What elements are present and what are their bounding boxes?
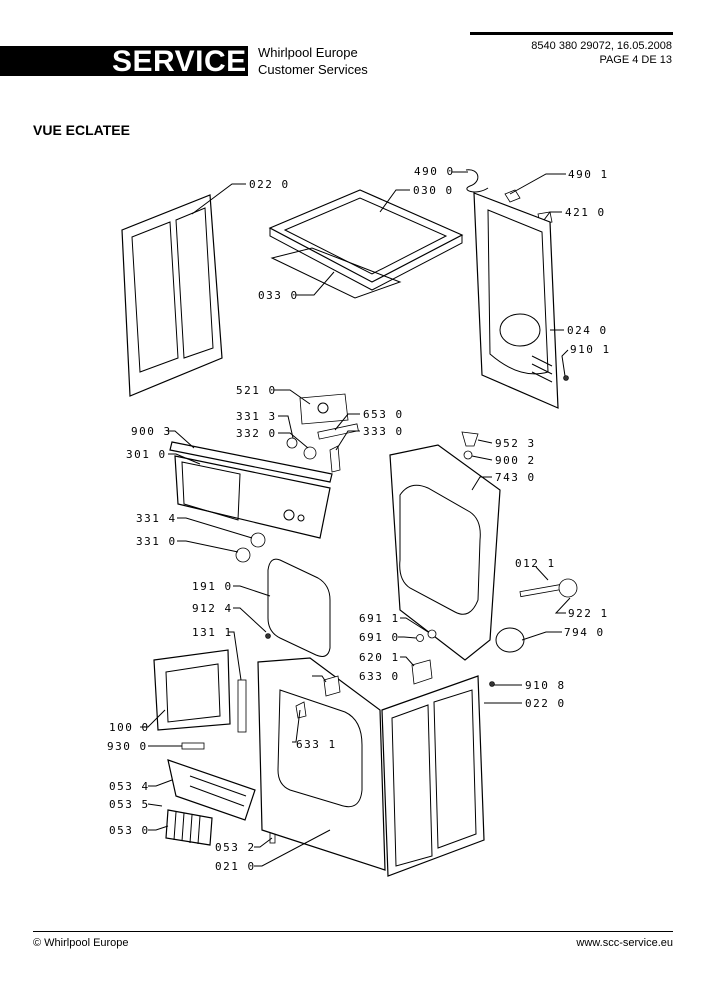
part-633-0-lock xyxy=(323,675,341,697)
footer-copyright: © Whirlpool Europe xyxy=(33,937,129,949)
label-053-2: 053 2 xyxy=(215,841,256,854)
label-633-1: 633 1 xyxy=(296,738,337,751)
label-331-4: 331 4 xyxy=(136,512,177,525)
label-024-0: 024 0 xyxy=(567,324,608,337)
part-pin xyxy=(181,742,205,750)
service-banner xyxy=(0,46,248,76)
label-331-3: 331 3 xyxy=(236,410,277,423)
label-332-0: 332 0 xyxy=(236,427,277,440)
label-930-0: 930 0 xyxy=(107,740,148,753)
label-033-0: 033 0 xyxy=(258,289,299,302)
label-900-2: 900 2 xyxy=(495,454,536,467)
part-control-panel xyxy=(174,455,331,539)
part-331-3 xyxy=(286,437,298,449)
company-department: Customer Services xyxy=(258,62,368,77)
label-100-0: 100 0 xyxy=(109,721,150,734)
part-belt xyxy=(495,627,525,653)
label-131-1: 131 1 xyxy=(192,626,233,639)
label-191-0: 191 0 xyxy=(192,580,233,593)
part-panel-strip xyxy=(169,441,333,483)
label-922-1: 922 1 xyxy=(568,607,609,620)
page-number: PAGE 4 DE 13 xyxy=(599,54,672,66)
page-title: VUE ECLATEE xyxy=(33,122,130,138)
label-022-0-right: 022 0 xyxy=(525,697,566,710)
part-cable-clamp xyxy=(504,189,521,203)
label-331-0: 331 0 xyxy=(136,535,177,548)
label-421-0: 421 0 xyxy=(565,206,606,219)
label-691-0: 691 0 xyxy=(359,631,400,644)
part-952-3 xyxy=(461,431,479,447)
part-top-cover xyxy=(268,189,464,291)
label-900-3: 900 3 xyxy=(131,425,172,438)
label-490-1: 490 1 xyxy=(568,168,609,181)
label-333-0: 333 0 xyxy=(363,425,404,438)
label-301-0: 301 0 xyxy=(126,448,167,461)
label-053-4: 053 4 xyxy=(109,780,150,793)
leader-lines xyxy=(140,171,571,867)
part-screw-910-8 xyxy=(489,681,495,687)
part-cover-sheet xyxy=(270,247,402,299)
part-control-board xyxy=(299,393,349,425)
label-952-3: 952 3 xyxy=(495,437,536,450)
part-filter-grill xyxy=(165,809,213,846)
label-053-5: 053 5 xyxy=(109,798,150,811)
part-pulley xyxy=(558,578,578,598)
part-screw-910-1 xyxy=(563,375,569,381)
part-shaft xyxy=(519,583,563,598)
label-910-8: 910 8 xyxy=(525,679,566,692)
label-743-0: 743 0 xyxy=(495,471,536,484)
part-front-panel xyxy=(257,657,386,871)
footer-website: www.scc-service.eu xyxy=(576,937,673,949)
part-filter-drawer xyxy=(167,759,256,821)
label-012-1: 012 1 xyxy=(515,557,556,570)
part-door xyxy=(153,649,231,731)
label-912-4: 912 4 xyxy=(192,602,233,615)
part-333-0 xyxy=(329,445,341,473)
part-knob xyxy=(235,547,251,563)
part-door-seal xyxy=(267,558,331,657)
company-name: Whirlpool Europe xyxy=(258,45,358,60)
label-021-0: 021 0 xyxy=(215,860,256,873)
part-drum-housing xyxy=(389,444,501,661)
label-490-0: 490 0 xyxy=(414,165,455,178)
part-side-panel-left xyxy=(121,194,223,397)
footer-rule xyxy=(33,931,673,932)
header-rule xyxy=(470,32,673,35)
label-633-0: 633 0 xyxy=(359,670,400,683)
part-knob-ring xyxy=(250,532,266,548)
label-653-0: 653 0 xyxy=(363,408,404,421)
part-633-1 xyxy=(295,701,307,719)
part-691-1 xyxy=(427,629,437,639)
label-521-0: 521 0 xyxy=(236,384,277,397)
label-022-0-left: 022 0 xyxy=(249,178,290,191)
label-910-1: 910 1 xyxy=(570,343,611,356)
label-053-0: 053 0 xyxy=(109,824,150,837)
service-label: SERVICE xyxy=(112,45,247,78)
label-794-0: 794 0 xyxy=(564,626,605,639)
part-screw-912-4 xyxy=(265,633,271,639)
part-back-panel xyxy=(473,192,559,409)
document-reference: 8540 380 29072, 16.05.2008 xyxy=(531,40,672,52)
label-691-1: 691 1 xyxy=(359,612,400,625)
part-mains-cable xyxy=(465,169,489,193)
part-side-panel-right xyxy=(381,675,485,877)
part-hinge xyxy=(237,679,247,733)
part-691-0 xyxy=(416,634,424,642)
label-620-1: 620 1 xyxy=(359,651,400,664)
part-900-2 xyxy=(463,450,473,460)
part-332-0 xyxy=(303,446,317,460)
part-620-1 xyxy=(411,659,433,685)
part-653-bracket xyxy=(317,423,359,440)
label-030-0: 030 0 xyxy=(413,184,454,197)
